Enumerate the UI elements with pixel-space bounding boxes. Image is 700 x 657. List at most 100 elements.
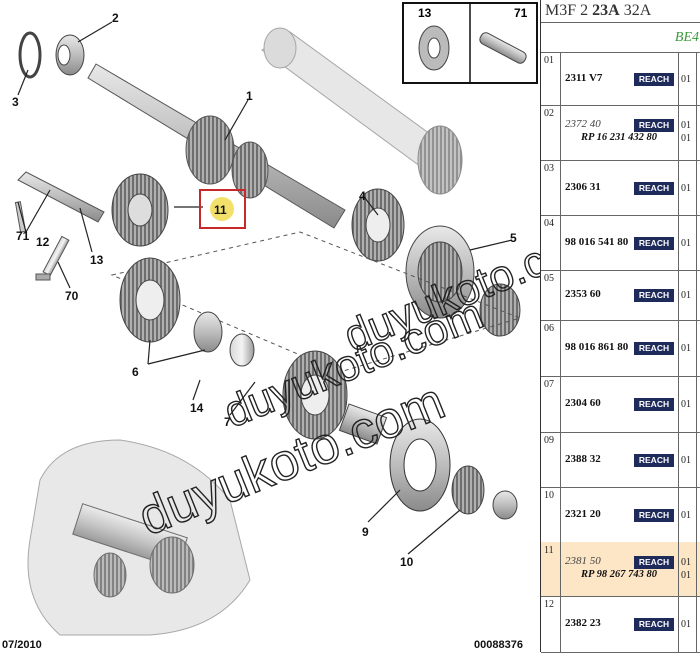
part-reference: 98 016 861 80: [565, 341, 629, 353]
quantity: 01: [681, 619, 691, 630]
dashed-assembly-box: [110, 231, 522, 373]
quantity: 01: [681, 120, 691, 131]
part-reference: 2388 32: [565, 453, 601, 465]
row-number: 03: [544, 163, 554, 174]
quantity: 01: [681, 290, 691, 301]
callout-9: 9: [362, 525, 369, 539]
reach-badge: REACH: [634, 289, 674, 302]
bolt-70: [35, 235, 70, 281]
figure-number: 00088376: [474, 639, 523, 651]
synchro-9: [389, 418, 451, 512]
reach-badge: REACH: [634, 556, 674, 569]
callout-11-highlight: 11: [199, 189, 246, 229]
part-reference: 2306 31: [565, 181, 601, 193]
callout-12: 12: [36, 235, 50, 249]
exploded-gearbox-diagram: 13 71: [2, 2, 610, 651]
parts-row-11[interactable]: 11 2381 50 REACH 01 RP 98 267 743 80 01: [541, 542, 700, 597]
part-reference: 2372 40: [565, 118, 601, 130]
inset-label-13: 13: [418, 6, 432, 20]
shaft-12: [14, 171, 105, 233]
row-number: 09: [544, 435, 554, 446]
parts-row-05[interactable]: 05 2353 60 REACH 01: [541, 270, 700, 321]
quantity: 01: [681, 74, 691, 85]
parts-row-01[interactable]: 01 2311 V7 REACH 01: [541, 52, 700, 106]
row-number: 12: [544, 599, 554, 610]
callout-1: 1: [246, 89, 253, 103]
replacement-reference: RP 16 231 432 80: [581, 132, 658, 143]
row-number: 06: [544, 323, 554, 334]
callout-70: 70: [65, 289, 79, 303]
gear-6: [119, 257, 255, 367]
quantity: 01: [681, 343, 691, 354]
inset-label-71: 71: [514, 6, 528, 20]
model-header: M3F 2 23A 32A: [541, 0, 700, 23]
callout-10: 10: [400, 555, 414, 569]
quantity: 01: [681, 238, 691, 249]
quantity: 01: [681, 510, 691, 521]
callout-3: 3: [12, 95, 19, 109]
reach-badge: REACH: [634, 398, 674, 411]
callout-11: 11: [214, 203, 227, 217]
inset-box: 13 71: [402, 2, 538, 84]
parts-row-10[interactable]: 10 2321 20 REACH 01: [541, 487, 700, 543]
callout-6: 6: [132, 365, 139, 379]
callout-5: 5: [510, 231, 517, 245]
callout-7: 7: [224, 415, 231, 429]
parts-row-07[interactable]: 07 2304 60 REACH 01: [541, 376, 700, 433]
bearing-2: [55, 34, 85, 76]
gearbox-housing: [27, 439, 251, 636]
reach-badge: REACH: [634, 509, 674, 522]
replacement-quantity: 01: [681, 133, 691, 144]
parts-row-03[interactable]: 03 2306 31 REACH 01: [541, 160, 700, 216]
row-number: 11: [544, 545, 554, 556]
reach-badge: REACH: [634, 119, 674, 132]
callout-4: 4: [359, 189, 366, 203]
row-number: 10: [544, 490, 554, 501]
parts-row-02[interactable]: 02 2372 40 REACH 01 RP 16 231 432 80 01: [541, 105, 700, 161]
reach-badge: REACH: [634, 182, 674, 195]
part-reference: 2304 60: [565, 397, 601, 409]
parts-row-09[interactable]: 09 2388 32 REACH 01: [541, 432, 700, 488]
synchro-4: [351, 188, 405, 262]
reach-badge: REACH: [634, 237, 674, 250]
callout-14: 14: [190, 401, 204, 415]
quantity: 01: [681, 183, 691, 194]
row-number: 04: [544, 218, 554, 229]
reach-badge: REACH: [634, 342, 674, 355]
row-number: 02: [544, 108, 554, 119]
replacement-reference: RP 98 267 743 80: [581, 569, 658, 580]
replacement-quantity: 01: [681, 570, 691, 581]
ring-3: [18, 31, 42, 79]
diagram-date: 07/2010: [2, 639, 42, 651]
quantity: 01: [681, 455, 691, 466]
row-number: 07: [544, 379, 554, 390]
gear-10: [451, 465, 518, 520]
parts-row-12[interactable]: 12 2382 23 REACH 01: [541, 596, 700, 653]
gear-11: [111, 173, 169, 247]
leader-lines: [17, 21, 513, 555]
row-number: 05: [544, 273, 554, 284]
parts-row-06[interactable]: 06 98 016 861 80 REACH 01: [541, 320, 700, 377]
model-subheader: BE4: [541, 23, 700, 53]
callout-2: 2: [112, 11, 119, 25]
parts-list-table: M3F 2 23A 32A BE4 01 2311 V7 REACH 01 02 2372…: [540, 0, 700, 653]
parts-row-04[interactable]: 04 98 016 541 80 REACH 01: [541, 215, 700, 271]
quantity: 01: [681, 557, 691, 568]
reach-badge: REACH: [634, 454, 674, 467]
part-reference: 2353 60: [565, 288, 601, 300]
reach-badge: REACH: [634, 73, 674, 86]
part-reference: 98 016 541 80: [565, 236, 629, 248]
part-reference: 2311 V7: [565, 72, 603, 84]
part-reference: 2382 23: [565, 617, 601, 629]
synchro-5: [405, 225, 521, 337]
callout-13: 13: [90, 253, 104, 267]
row-number: 01: [544, 55, 554, 66]
upper-shaft-ghost: [261, 27, 463, 195]
main-shaft: [87, 63, 346, 229]
part-reference: 2381 50: [565, 555, 601, 567]
part-reference: 2321 20: [565, 508, 601, 520]
quantity: 01: [681, 399, 691, 410]
callout-71: 71: [16, 229, 30, 243]
gear-7: [282, 350, 388, 445]
reach-badge: REACH: [634, 618, 674, 631]
